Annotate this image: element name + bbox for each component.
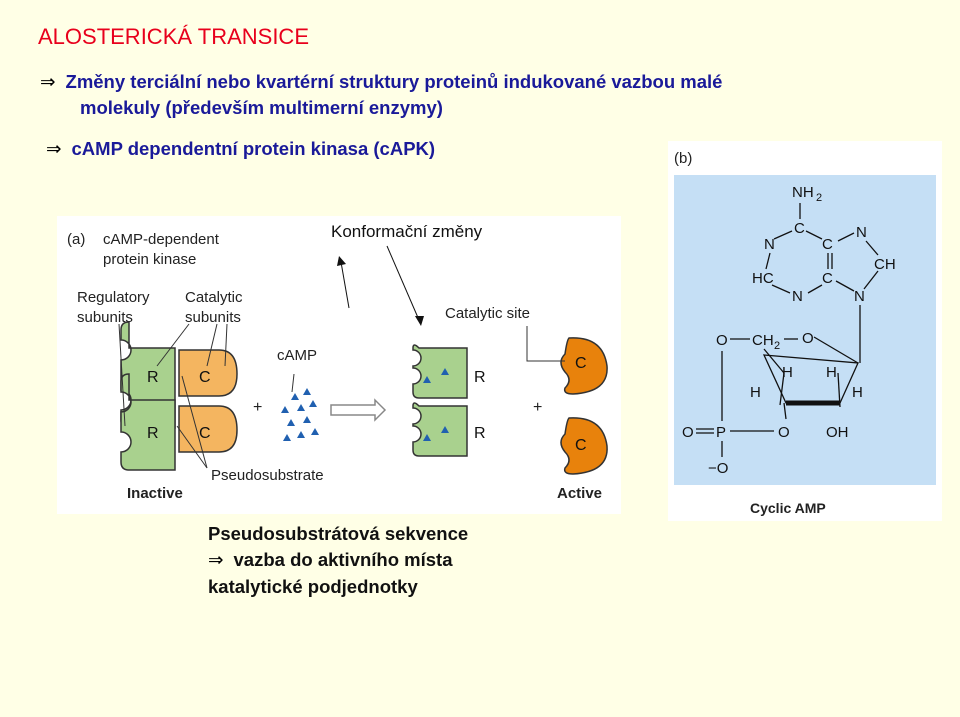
pseudosubstrate-note: Pseudosubstrátová sekvence ⇒ vazba do akt…	[208, 521, 468, 600]
svg-text:O: O	[682, 424, 694, 441]
svg-text:P: P	[716, 424, 726, 441]
cyclic-amp-caption: Cyclic AMP	[750, 500, 826, 516]
bound-camp	[423, 368, 449, 441]
inactive-catalytic-subunits: C C	[178, 349, 238, 453]
svg-text:N: N	[792, 288, 803, 305]
note-line-3: katalytické podjednotky	[208, 576, 418, 597]
inactive-regulatory-subunits: R R	[120, 321, 176, 471]
svg-text:H: H	[852, 384, 863, 401]
pseudosubstrate-label: Pseudosubstrate	[211, 467, 324, 484]
active-regulatory-subunits: R R	[412, 344, 486, 457]
svg-text:N: N	[764, 236, 775, 253]
svg-text:H: H	[782, 364, 793, 381]
catalytic-label-2: subunits	[185, 309, 241, 326]
active-label: Active	[557, 485, 602, 502]
svg-text:−O: −O	[708, 460, 728, 477]
implies-arrow-icon: ⇒	[46, 139, 62, 160]
panel-a-kinase-activation: (a) cAMP-dependent protein kinase Regula…	[57, 216, 621, 514]
svg-text:O: O	[716, 332, 728, 349]
svg-text:HC: HC	[752, 270, 774, 287]
regulatory-r-top: R	[147, 369, 159, 386]
active-catalytic-subunits: C C	[560, 337, 608, 475]
inactive-label: Inactive	[127, 485, 183, 502]
svg-text:NH: NH	[792, 184, 814, 201]
panel-a-label: (a)	[67, 231, 85, 248]
implies-arrow-icon: ⇒	[208, 550, 224, 571]
svg-text:CH: CH	[874, 256, 896, 273]
svg-text:2: 2	[816, 192, 822, 204]
camp-molecules	[281, 388, 319, 441]
enzyme-name-line-2: protein kinase	[103, 251, 196, 268]
panel-b-label: (b)	[674, 150, 692, 167]
bullet-capk: ⇒ cAMP dependentní protein kinasa (cAPK)	[46, 136, 435, 162]
bullet-1-line-1: Změny terciální nebo kvartérní struktury…	[65, 71, 723, 92]
implies-arrow-icon: ⇒	[40, 72, 56, 93]
process-arrow	[330, 398, 387, 422]
active-r-top: R	[474, 369, 486, 386]
catalytic-site-label: Catalytic site	[445, 305, 530, 322]
enzyme-name-line-1: cAMP-dependent	[103, 231, 220, 248]
regulatory-label-1: Regulatory	[77, 289, 150, 306]
svg-text:C: C	[822, 270, 833, 287]
conformational-change-label: Konformační změny	[331, 222, 483, 241]
svg-text:N: N	[856, 224, 867, 241]
regulatory-label-2: subunits	[77, 309, 133, 326]
svg-text:H: H	[826, 364, 837, 381]
active-c-bottom: C	[575, 437, 587, 454]
bullet-structure-change: ⇒ Změny terciální nebo kvartérní struktur…	[40, 69, 860, 120]
bullet-2-line-1: cAMP dependentní protein kinasa (cAPK)	[71, 138, 436, 159]
catalytic-label-1: Catalytic	[185, 289, 243, 306]
catalytic-c-top: C	[199, 369, 211, 386]
note-line-1: Pseudosubstrátová sekvence	[208, 523, 469, 544]
svg-text:H: H	[750, 384, 761, 401]
kinase-activation-figure: (a) cAMP-dependent protein kinase Regula…	[67, 231, 608, 502]
svg-text:2: 2	[774, 340, 780, 352]
svg-text:O: O	[802, 330, 814, 347]
svg-text:CH: CH	[752, 332, 774, 349]
svg-text:OH: OH	[826, 424, 849, 441]
regulatory-r-bottom: R	[147, 425, 159, 442]
plus-sign-1: +	[253, 399, 262, 416]
svg-text:N: N	[854, 288, 865, 305]
svg-text:O: O	[778, 424, 790, 441]
svg-text:C: C	[822, 236, 833, 253]
bullet-1-line-2: molekuly (především multimerní enzymy)	[80, 97, 443, 118]
camp-label: cAMP	[277, 347, 317, 364]
active-c-top: C	[575, 355, 587, 372]
catalytic-c-bottom: C	[199, 425, 211, 442]
active-r-bottom: R	[474, 425, 486, 442]
plus-sign-2: +	[533, 399, 542, 416]
svg-text:C: C	[794, 220, 805, 237]
slide-title: ALOSTERICKÁ TRANSICE	[38, 24, 309, 49]
structure-background	[674, 175, 936, 485]
note-line-2: vazba do aktivního místa	[233, 549, 453, 570]
